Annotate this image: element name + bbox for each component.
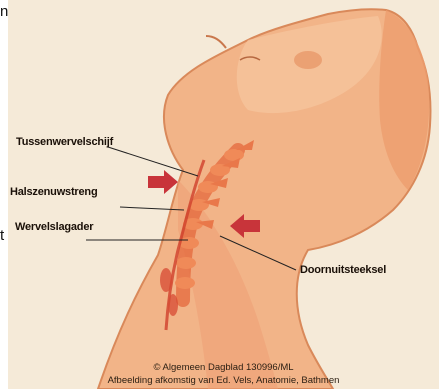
label-doornuitsteeksel: Doornuitsteeksel (300, 264, 386, 276)
blood-vessel (160, 268, 172, 292)
credit-line-2: Afbeelding afkomstig van Ed. Vels, Anato… (8, 375, 439, 386)
label-halszenuwstreng: Halszenuwstreng (10, 186, 97, 198)
nose (206, 36, 226, 48)
ear (294, 51, 322, 69)
credit-line-1: © Algemeen Dagblad 130996/ML (8, 362, 439, 373)
label-wervelslagader: Wervelslagader (15, 221, 93, 233)
pressure-arrow-left (148, 170, 178, 194)
page-text-fragment-middle: t (0, 228, 4, 243)
blood-vessel (168, 294, 178, 316)
label-tussenwervelschijf: Tussenwervelschijf (16, 136, 113, 148)
neck-anatomy-illustration: Tussenwervelschijf Halszenuwstreng Werve… (8, 0, 439, 389)
